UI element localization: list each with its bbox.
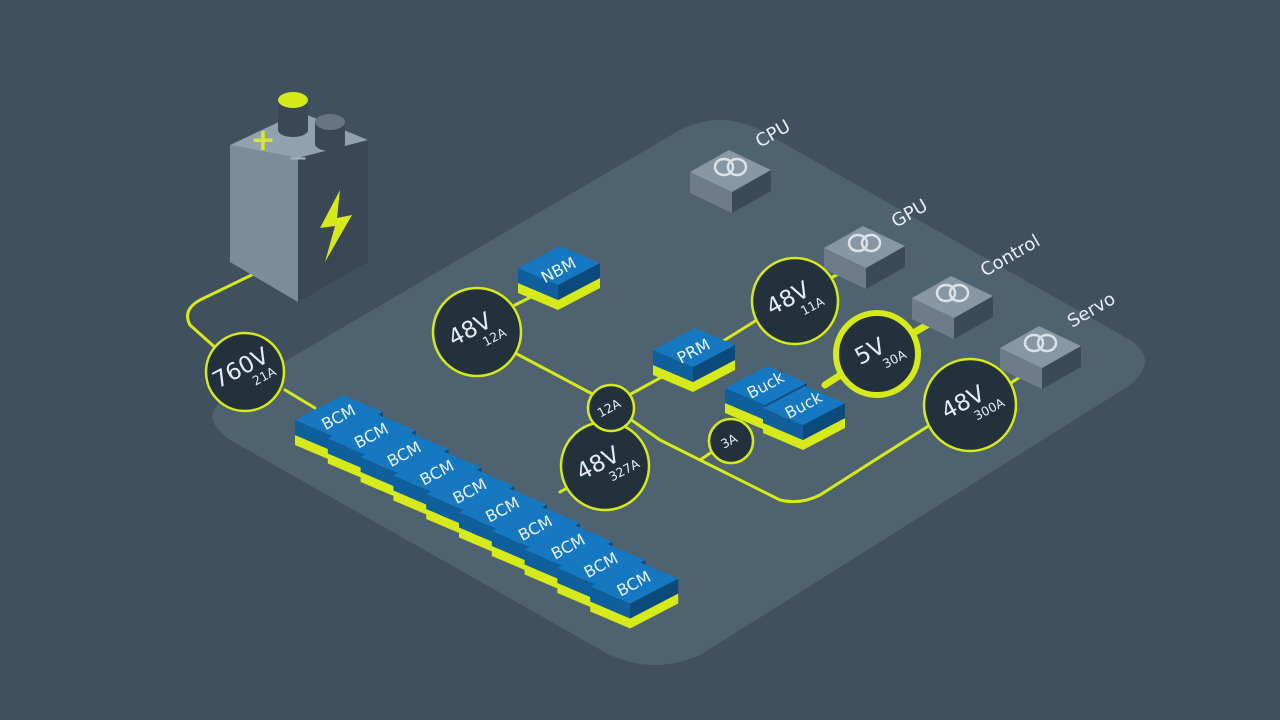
battery-body-front [230, 145, 298, 302]
load-gpu: GPU [824, 195, 931, 289]
badge-input-760v: 760V 21A [204, 331, 286, 413]
junction-3a: 3A [707, 417, 755, 465]
linked-rings-icon [1023, 333, 1058, 353]
badge-prm-48v: 48V 11A [750, 256, 840, 346]
badge-nbm-48v: 48V 12A [431, 286, 523, 378]
junction-12a: 12A [586, 383, 636, 433]
prm-module: PRM [653, 328, 735, 392]
wire-battery-to-input [186, 268, 264, 352]
bcm-module-10: BCM [590, 561, 679, 629]
battery-plus-sign: + [250, 123, 275, 158]
lightning-bolt-icon [320, 190, 352, 262]
linked-rings-icon [847, 233, 882, 253]
badge-servo-48v: 48V 300A [922, 357, 1018, 453]
battery-terminal-positive [278, 92, 308, 137]
wire-input-to-bcm [283, 388, 317, 410]
nbm-module: NBM [518, 246, 600, 310]
badge-bcm-48v: 48V 327A [559, 420, 651, 512]
linked-rings-icon [713, 157, 748, 177]
junction-3a-label: 3A [718, 430, 740, 451]
battery-minus-sign: − [288, 144, 308, 172]
circuit-board [212, 120, 1145, 665]
battery-terminal-negative [315, 114, 345, 151]
wire-prm-to-gpu [718, 316, 762, 345]
battery: + − [230, 92, 368, 302]
badge-buck-5v: 5V 30A [833, 310, 921, 398]
linked-rings-icon [935, 283, 970, 303]
